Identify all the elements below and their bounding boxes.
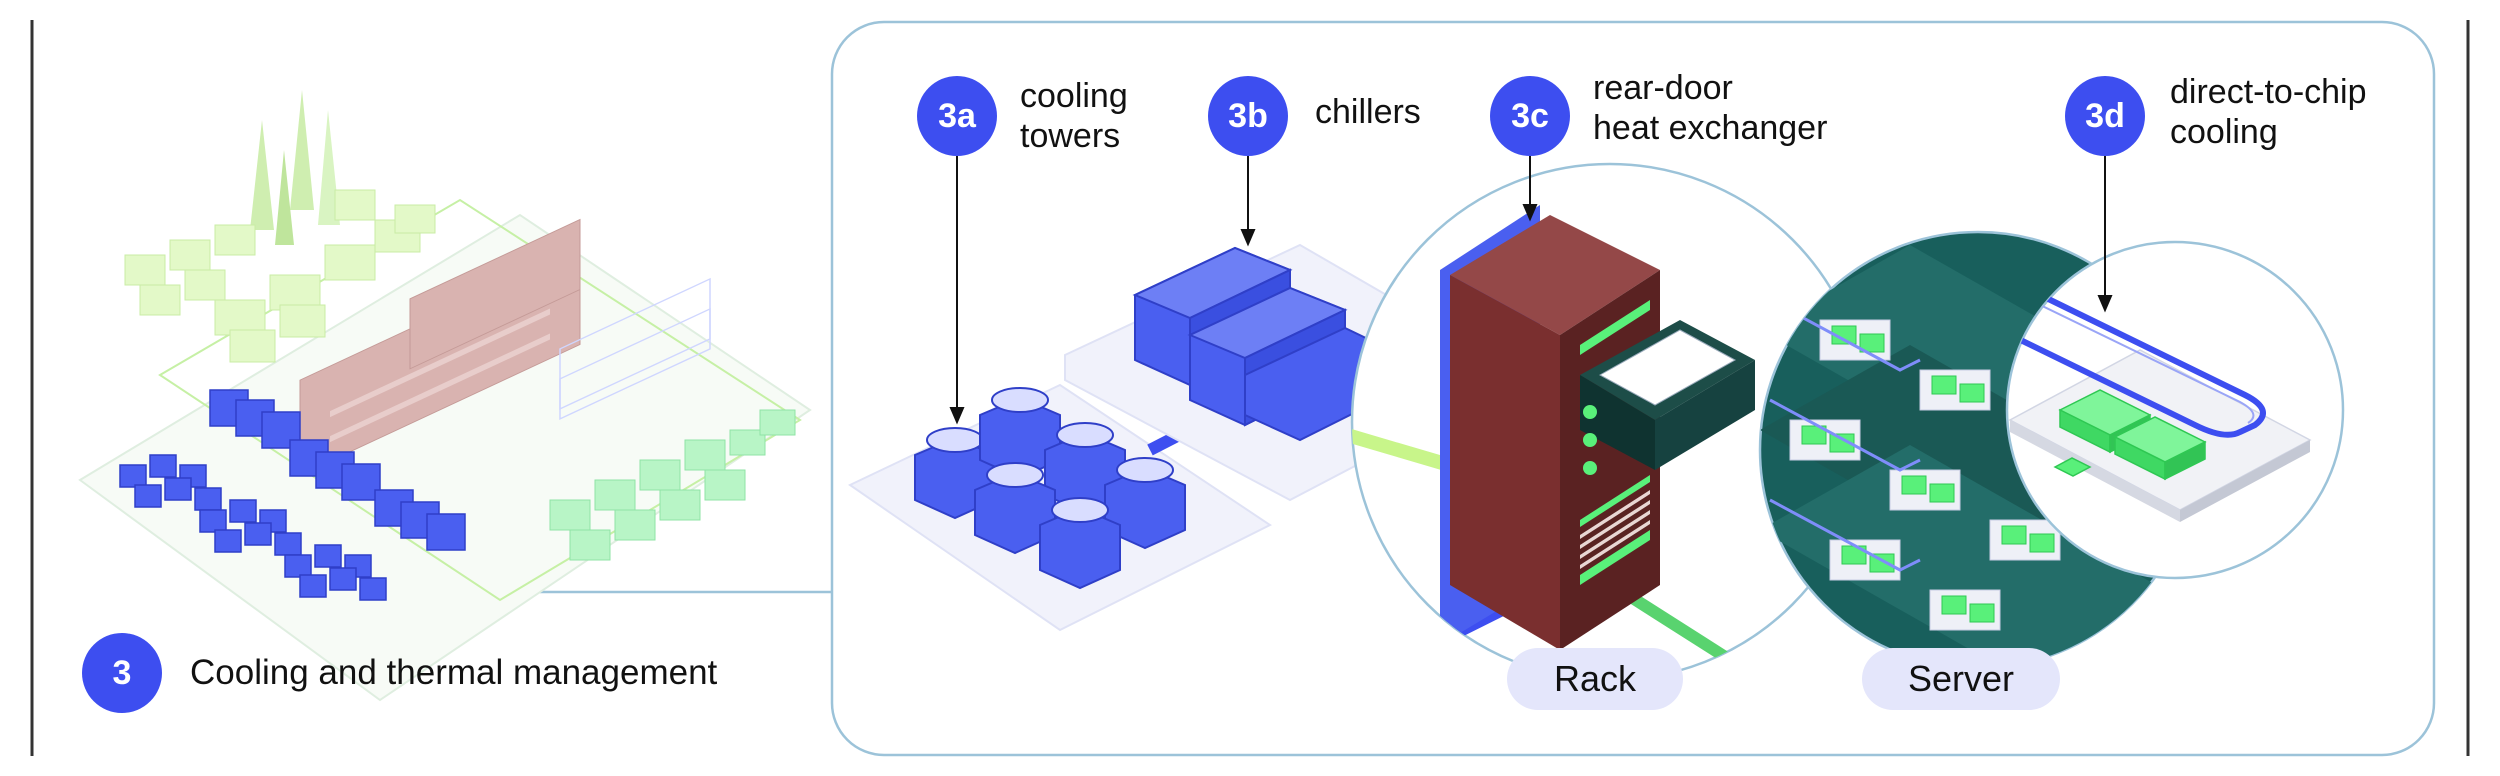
main-step-badge: 3 <box>82 633 162 713</box>
step-3a-line-2: towers <box>1020 117 1121 155</box>
step-3d-line-1: direct-to-chip <box>2170 73 2367 111</box>
callout-arrows <box>949 156 2113 425</box>
step-3c-line-1: rear-door <box>1593 69 1733 107</box>
chillers-illustration <box>1064 243 1396 502</box>
step-3d-label: direct-to-chip cooling <box>2170 72 2367 152</box>
direct-to-chip-circle <box>2005 240 2345 580</box>
step-3b-badge: 3b <box>1208 76 1288 156</box>
step-3c-line-2: heat exchanger <box>1593 109 1828 147</box>
step-3d-line-2: cooling <box>2170 113 2278 151</box>
rack-pill: Rack <box>1507 648 1683 710</box>
step-3d-badge: 3d <box>2065 76 2145 156</box>
server-pill: Server <box>1862 648 2060 710</box>
step-3b-line-1: chillers <box>1315 93 1421 131</box>
cooling-towers-illustration <box>848 383 1272 632</box>
step-3a-line-1: cooling <box>1020 77 1128 115</box>
step-3b-label: chillers <box>1315 92 1421 132</box>
step-3c-label: rear-door heat exchanger <box>1593 68 1827 148</box>
facility-overview <box>78 90 812 702</box>
detail-frame <box>830 20 2436 757</box>
step-3a-badge: 3a <box>917 76 997 156</box>
step-3a-label: cooling towers <box>1020 76 1128 156</box>
rack-detail-circle <box>1350 162 1870 682</box>
step-3c-badge: 3c <box>1490 76 1570 156</box>
main-title: Cooling and thermal management <box>190 653 718 692</box>
